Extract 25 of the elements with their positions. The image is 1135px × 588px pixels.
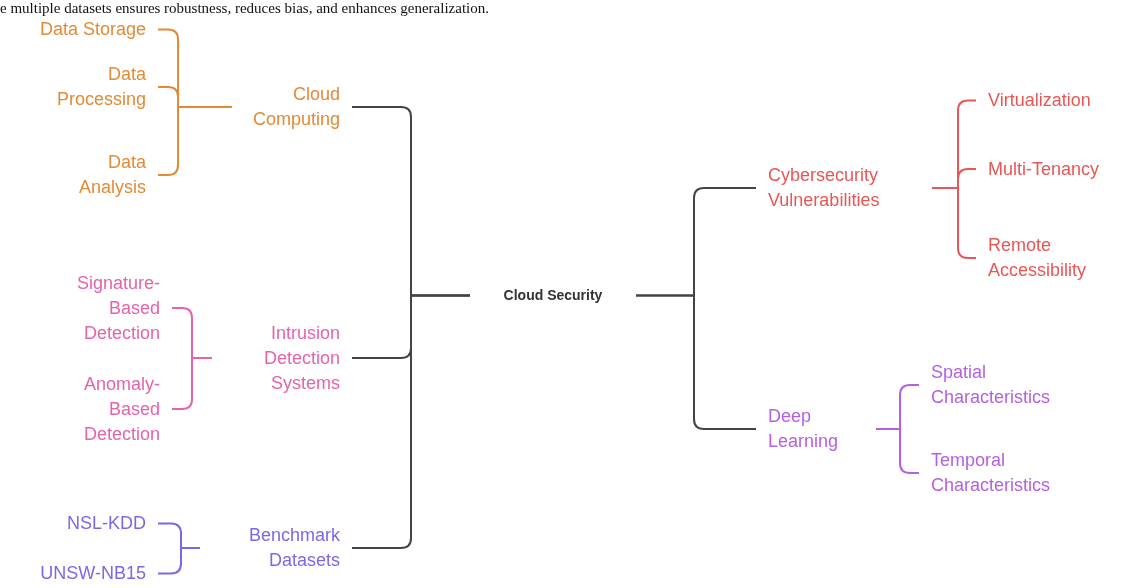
connector-line xyxy=(157,106,233,176)
connector-line xyxy=(351,294,471,549)
topic-label: Multi-Tenancy xyxy=(976,144,1100,194)
topic-label: Spatial Characteristics xyxy=(919,360,1087,410)
connector-line xyxy=(157,547,201,575)
body-text: e multiple datasets ensures robustness, reduces bias, and enhances generalization. xyxy=(0,0,489,17)
topic-label: Remote Accessibility xyxy=(976,233,1135,283)
topic-label: Data Analysis xyxy=(51,150,158,200)
topic-label: Intrusion Detection Systems xyxy=(212,320,352,396)
connector-line xyxy=(635,294,757,430)
topic-label: Cloud Computing xyxy=(232,82,352,132)
connector-line xyxy=(875,428,920,474)
topic-label: Data Processing xyxy=(51,62,158,112)
connector-line xyxy=(171,357,213,410)
topic-label: Cybersecurity Vulnerabilities xyxy=(756,163,932,213)
topic-label: NSL-KDD xyxy=(0,511,158,536)
topic-label: UNSW-NB15 xyxy=(0,561,158,586)
topic-label: Benchmark Datasets xyxy=(200,523,352,573)
topic-label: Temporal Characteristics xyxy=(919,448,1087,498)
topic-label: Data Storage xyxy=(0,17,158,42)
topic-label: Deep Learning xyxy=(756,404,876,454)
topic-label: Anomaly-Based Detection xyxy=(58,371,172,447)
topic-label: Signature-Based Detection xyxy=(58,270,172,346)
topic-label: Virtualization xyxy=(976,88,1135,113)
root-topic: Cloud Security xyxy=(470,283,636,308)
